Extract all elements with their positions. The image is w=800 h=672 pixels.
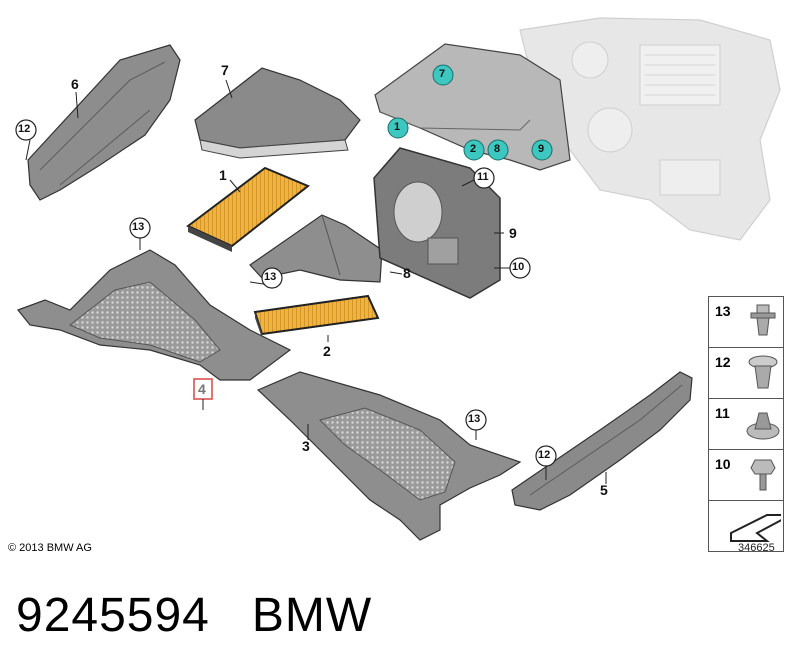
clip-nut-icon — [746, 412, 780, 440]
legend-number: 12 — [715, 354, 731, 370]
part-6-side-trim — [27, 44, 181, 201]
callout-circle-12-left — [15, 119, 37, 141]
hex-screw-icon — [750, 459, 776, 491]
teal-label-1: 1 — [394, 121, 401, 133]
part-1-cabin-filter — [186, 166, 310, 252]
callout-9: 9 — [509, 225, 517, 241]
legend-number: 11 — [715, 405, 730, 421]
callout-circle-13-top — [129, 217, 151, 239]
fastener-legend: 13 12 11 10 — [708, 296, 784, 552]
part-3-mesh-panel — [256, 371, 522, 541]
callout-2: 2 — [323, 343, 331, 359]
callout-8: 8 — [403, 265, 411, 281]
callout-6: 6 — [71, 76, 79, 92]
teal-marker-7 — [432, 64, 454, 86]
teal-marker-1 — [387, 117, 409, 139]
part-7-filter-housing — [194, 67, 361, 159]
teal-label-2: 2 — [470, 143, 477, 155]
callout-4: 4 — [198, 381, 206, 397]
legend-row: 13 — [708, 296, 784, 347]
brand-name: BMW — [251, 589, 373, 642]
part-9-frame — [373, 147, 501, 299]
teal-marker-9 — [531, 139, 553, 161]
part-2-cabin-filter — [253, 294, 380, 338]
callout-circle-13-bottom — [465, 409, 487, 431]
legend-row — [708, 500, 784, 552]
copyright-text: © 2013 BMW AG — [8, 542, 92, 554]
hvac-unit-background — [519, 17, 781, 241]
teal-label-9: 9 — [538, 143, 545, 155]
teal-label-8: 8 — [494, 143, 501, 155]
legend-row: 10 — [708, 449, 784, 500]
leader-lines — [25, 79, 607, 484]
callout-3: 3 — [302, 438, 310, 454]
callout-circle-11 — [473, 167, 495, 189]
part-5-side-trim — [511, 371, 693, 511]
part-number: 9245594 — [16, 589, 210, 642]
diagram-id: 346625 — [738, 542, 775, 554]
legend-row: 11 — [708, 398, 784, 449]
legend-number: 13 — [715, 303, 731, 319]
footer-caption: 9245594 BMW — [16, 588, 414, 643]
callout-circle-12-right — [535, 445, 557, 467]
teal-marker-8 — [487, 139, 509, 161]
callout-13-mid: 13 — [264, 271, 277, 283]
teal-markers — [387, 64, 553, 161]
callout-11: 11 — [477, 171, 489, 183]
circled-callouts — [15, 119, 557, 467]
callout-13-bottom: 13 — [468, 413, 481, 425]
part-4-mesh-panel — [17, 249, 292, 381]
callout-1: 1 — [219, 167, 227, 183]
callout-12-left: 12 — [18, 123, 31, 135]
teal-label-7: 7 — [439, 68, 446, 80]
callout-circle-10 — [509, 257, 531, 279]
callout-10: 10 — [512, 261, 525, 273]
callout-13-top: 13 — [132, 221, 145, 233]
callout-circle-13-mid — [261, 267, 283, 289]
callout-7: 7 — [221, 62, 229, 78]
push-rivet-icon — [750, 304, 776, 336]
legend-row: 12 — [708, 347, 784, 398]
arrow-symbol-icon — [730, 514, 781, 542]
teal-marker-2 — [463, 139, 485, 161]
callout-5: 5 — [600, 482, 608, 498]
legend-number: 10 — [715, 456, 731, 472]
callout-12-right: 12 — [538, 449, 551, 461]
expanding-rivet-icon — [748, 355, 778, 389]
